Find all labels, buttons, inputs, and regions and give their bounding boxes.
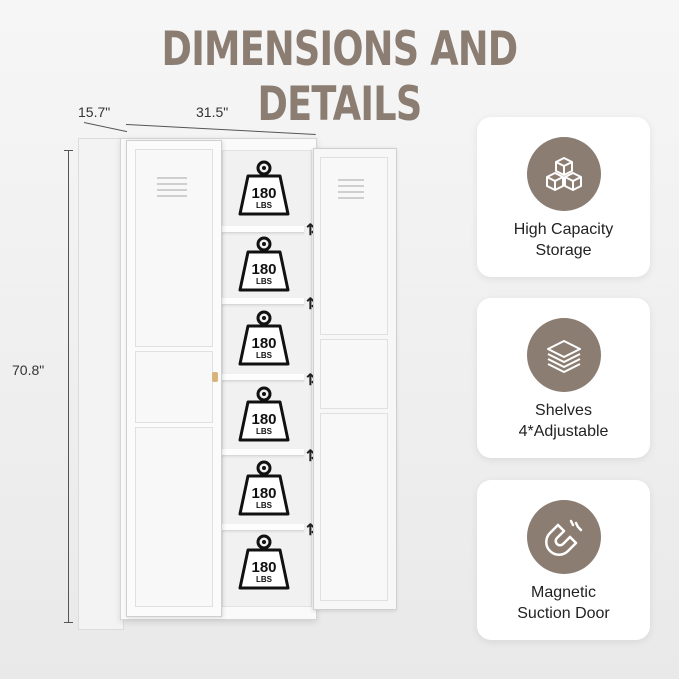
shelf <box>220 524 304 531</box>
weight-badge: 180 LBS <box>238 310 290 368</box>
shelf <box>220 374 304 381</box>
weight-unit: LBS <box>256 351 272 360</box>
feature-icon-circle <box>527 137 601 211</box>
weight-badge: 180 LBS <box>238 386 290 444</box>
weight-value: 180 <box>251 411 277 428</box>
shelf <box>220 226 304 233</box>
door-panel <box>135 351 213 423</box>
door-panel <box>320 157 388 335</box>
feature-card-magnetic: Magnetic Suction Door <box>477 480 650 640</box>
feature-label-line2: Storage <box>535 242 592 259</box>
height-label: 70.8" <box>12 362 45 378</box>
vent <box>338 191 364 193</box>
vent <box>338 197 364 199</box>
weight-value: 180 <box>251 185 277 202</box>
feature-label-line2: 4*Adjustable <box>518 423 609 440</box>
weight-value: 180 <box>251 335 277 352</box>
height-tick-top <box>64 150 73 151</box>
weight-value: 180 <box>251 559 277 576</box>
door-panel <box>135 149 213 347</box>
feature-label-line2: Suction Door <box>517 605 610 622</box>
feature-card-shelves: Shelves 4*Adjustable <box>477 298 650 458</box>
boxes-icon <box>546 157 582 191</box>
height-tick-bottom <box>64 622 73 623</box>
depth-label: 15.7" <box>78 104 111 120</box>
door-panel <box>135 427 213 607</box>
weight-badge: 180 LBS <box>238 460 290 518</box>
vent <box>157 195 187 197</box>
vent <box>338 185 364 187</box>
feature-label-line1: High Capacity <box>513 221 614 238</box>
height-line <box>68 150 69 622</box>
vent <box>157 189 187 191</box>
vent <box>157 183 187 185</box>
cabinet-side <box>78 138 124 630</box>
right-door <box>313 148 397 610</box>
weight-badge: 180 LBS <box>238 236 290 294</box>
weight-unit: LBS <box>256 427 272 436</box>
feature-label-line1: Magnetic <box>531 584 596 601</box>
feature-icon-circle <box>527 318 601 392</box>
weight-unit: LBS <box>256 277 272 286</box>
magnet-icon <box>545 519 583 556</box>
weight-unit: LBS <box>256 201 272 210</box>
weight-value: 180 <box>251 261 277 278</box>
shelf <box>220 449 304 456</box>
weight-badge: 180 LBS <box>238 160 290 218</box>
door-panel <box>320 413 388 601</box>
feature-card-capacity: High Capacity Storage <box>477 117 650 277</box>
weight-value: 180 <box>251 485 277 502</box>
width-label: 31.5" <box>196 104 229 120</box>
vent <box>338 179 364 181</box>
weight-unit: LBS <box>256 575 272 584</box>
page-title: DIMENSIONS AND DETAILS <box>161 22 519 132</box>
feature-icon-circle <box>527 500 601 574</box>
shelf <box>220 298 304 305</box>
feature-label-line1: Shelves <box>535 402 592 419</box>
left-door <box>126 140 222 617</box>
weight-unit: LBS <box>256 501 272 510</box>
door-panel <box>320 339 388 409</box>
vent <box>157 177 187 179</box>
layers-icon <box>547 340 581 373</box>
door-lock-knob <box>212 372 218 382</box>
weight-badge: 180 LBS <box>238 534 290 592</box>
